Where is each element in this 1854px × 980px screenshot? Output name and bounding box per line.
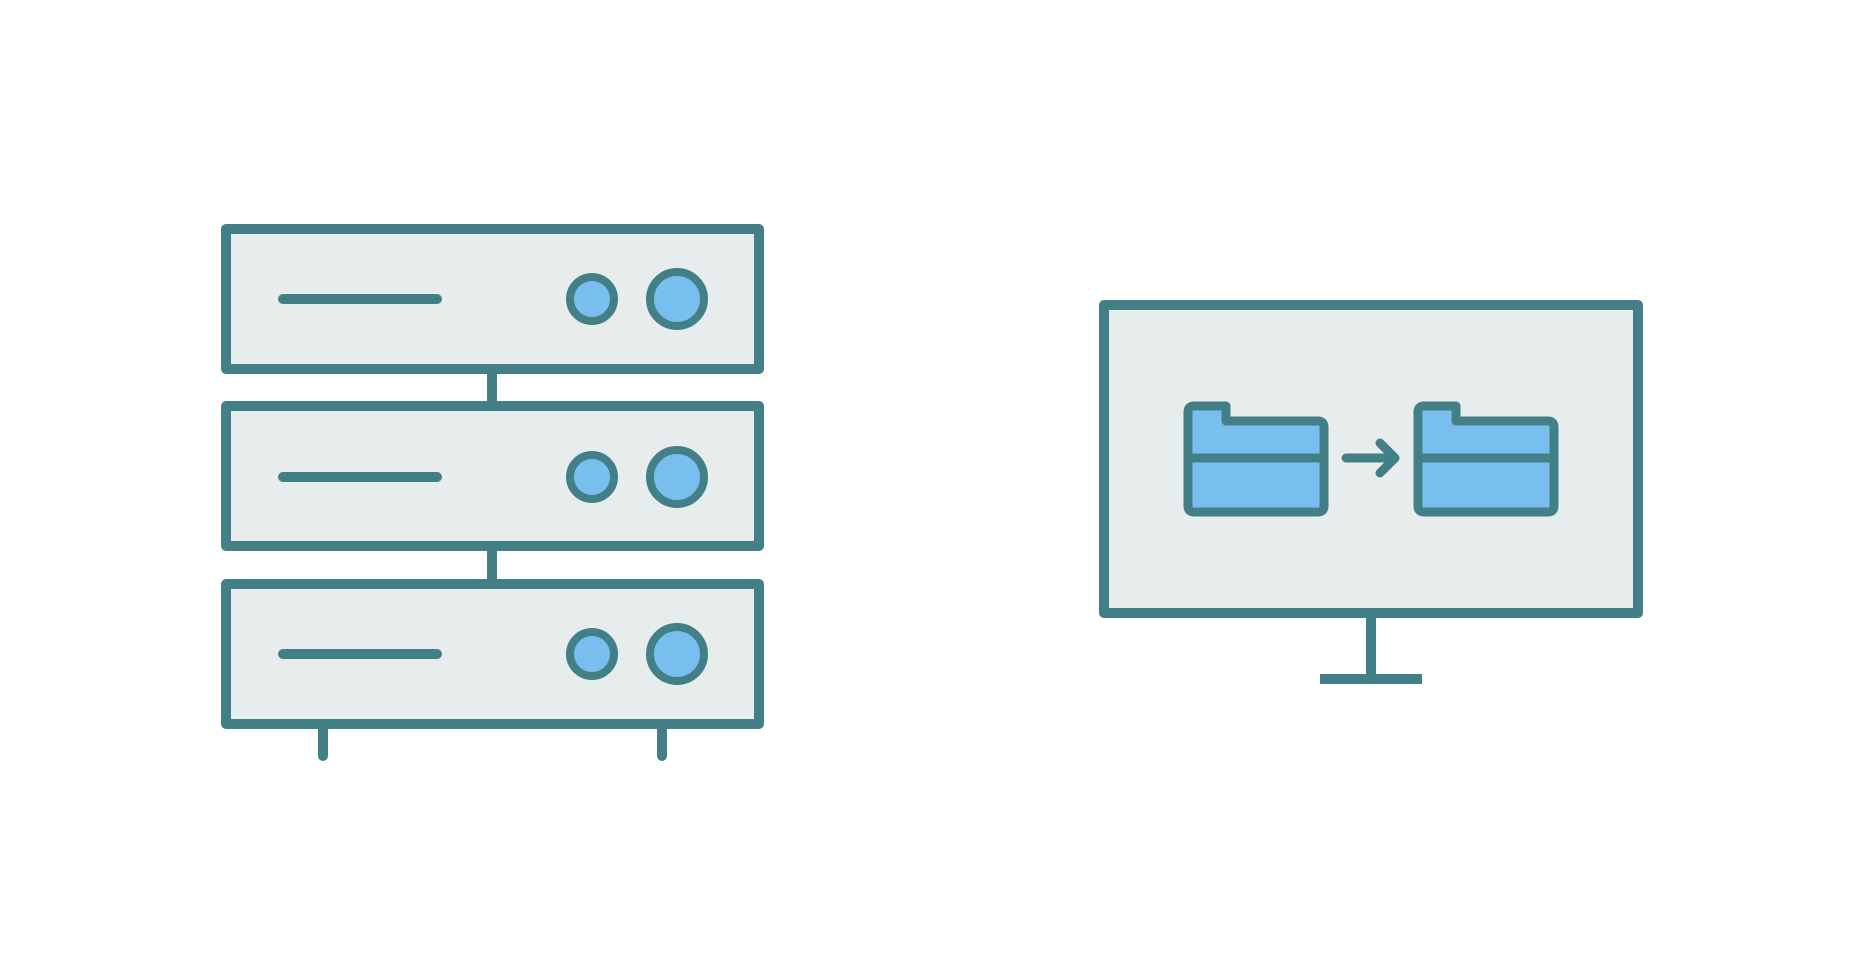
status-light-large: [646, 623, 708, 685]
status-light-small: [566, 451, 618, 503]
status-light-large: [646, 268, 708, 330]
server-rack-icon: [221, 224, 764, 761]
folder-icon: [1413, 401, 1559, 517]
status-light-large: [646, 446, 708, 508]
status-light-small: [566, 628, 618, 680]
file-transfer-monitor-icon: [1099, 300, 1643, 684]
server-unit: [221, 224, 764, 374]
server-unit: [221, 401, 764, 551]
arrow-right-icon: [1341, 438, 1400, 478]
status-light-small: [566, 273, 618, 325]
folder-icon: [1183, 401, 1329, 517]
server-unit: [221, 579, 764, 729]
